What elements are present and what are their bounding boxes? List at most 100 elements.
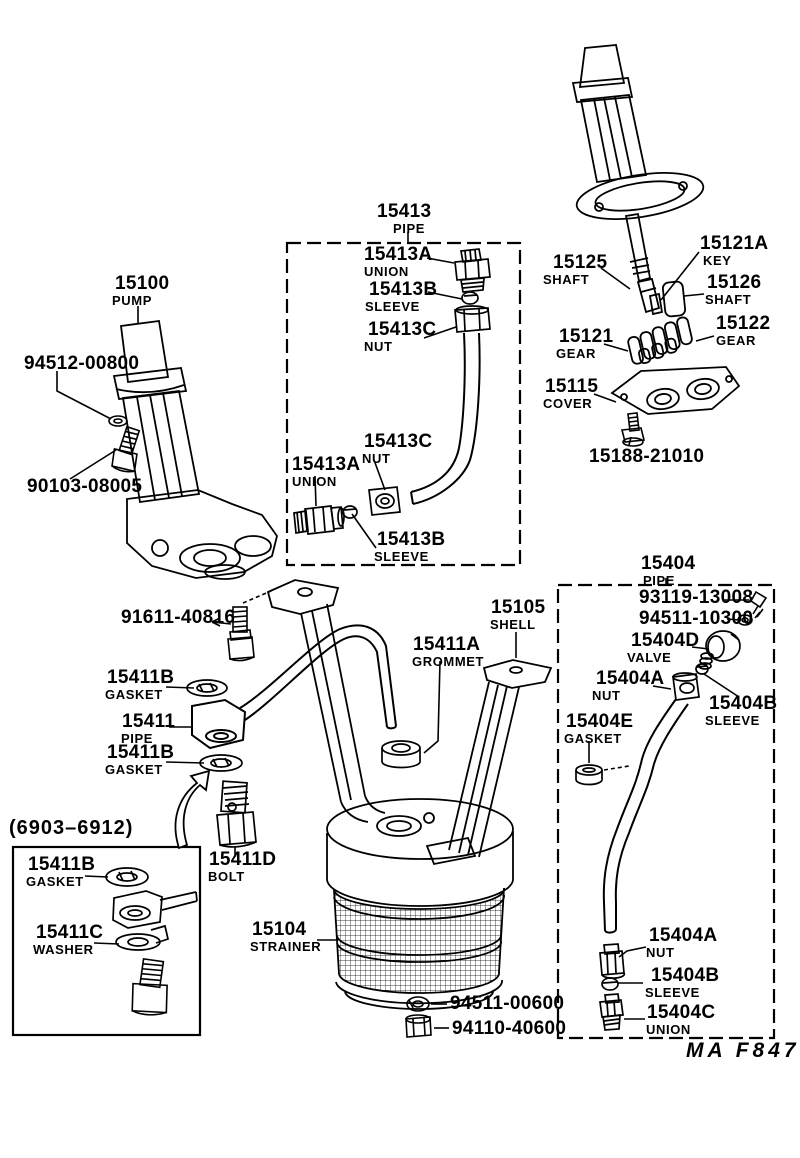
part-number: 15125: [553, 252, 608, 273]
part-number: 94511-00600: [450, 993, 565, 1014]
part-number: 15411D: [209, 849, 277, 870]
solid-box-6903-6912: [11, 845, 202, 1037]
label-15404a-nut-lower: 15404A NUT: [646, 926, 717, 959]
label-era-note: (6903–6912): [9, 818, 133, 838]
leader-lines: [56, 232, 749, 1029]
part-name: COVER: [543, 396, 593, 411]
label-15404e-gasket: 15404E GASKET: [564, 712, 633, 745]
pump-washer-94512-drawing: [108, 415, 128, 427]
part-number: 15404B: [709, 693, 778, 714]
part-number: 15121: [559, 326, 614, 347]
part-number: 15121A: [700, 233, 769, 254]
label-15404-pipe: 15404 PIPE: [641, 554, 695, 587]
part-name: SLEEVE: [365, 299, 420, 314]
figure-code-text: MA F847: [686, 1039, 800, 1062]
part-number: 15105: [491, 597, 546, 618]
cover-drawing: [610, 366, 741, 415]
nut-15404a-upper-drawing: [672, 672, 700, 701]
part-number: 15413C: [368, 319, 437, 340]
label-15404a-nut-upper: 15404A NUT: [592, 669, 664, 702]
label-15413b-sleeve-lower: 15413B SLEEVE: [374, 530, 445, 563]
part-number: 93119-13008: [639, 587, 754, 608]
pipe-15411-drawing: [191, 624, 397, 750]
label-15404c-union: 15404C UNION: [646, 1003, 715, 1036]
part-name: SLEEVE: [374, 549, 429, 564]
drive-shaft-drawing: [571, 44, 705, 318]
part-number: 15411A: [413, 634, 481, 655]
part-name: GROMMET: [412, 654, 485, 669]
part-number: 15122: [716, 313, 771, 334]
part-number: 90103-08005: [27, 476, 143, 497]
label-15413b-sleeve-upper: 15413B SLEEVE: [365, 280, 437, 313]
part-name: GASKET: [564, 731, 622, 746]
part-name: SHELL: [490, 617, 536, 632]
label-15122-gear: 15122 GEAR: [716, 314, 770, 347]
part-number: 15188-21010: [589, 446, 705, 467]
pump-drawing: [112, 319, 278, 580]
part-number: 15411C: [36, 922, 104, 943]
screw-93119-drawing: [749, 590, 768, 619]
gasket-15404e-drawing: [575, 764, 603, 786]
part-number: 15413B: [369, 279, 438, 300]
shell-left-strap-drawing: [300, 603, 386, 823]
bolt-15188-drawing: [621, 412, 645, 447]
pump-bolt-90103-drawing: [111, 425, 141, 473]
label-15413-pipe: 15413 PIPE: [377, 202, 431, 235]
nut-15413c-lower-drawing: [368, 486, 401, 516]
part-name: NUT: [364, 339, 393, 354]
part-number: 15100: [115, 273, 170, 294]
label-94511-10300: 94511-10300: [639, 609, 753, 628]
part-name: PIPE: [393, 221, 426, 236]
label-15100-pump: 15100 PUMP: [112, 274, 169, 307]
label-15411c-washer: 15411C WASHER: [33, 923, 103, 956]
part-number: 15404: [641, 553, 696, 574]
strainer-mesh-drawing: [333, 887, 505, 1010]
label-15126-shaft: 15126 SHAFT: [705, 273, 761, 306]
part-name: PIPE: [643, 573, 676, 588]
part-name: STRAINER: [250, 939, 322, 954]
label-15404b-sleeve-upper: 15404B SLEEVE: [705, 694, 777, 727]
part-number: 15413B: [377, 529, 446, 550]
part-name: WASHER: [33, 942, 94, 957]
label-15105-shell: 15105 SHELL: [490, 598, 545, 631]
part-name: GASKET: [26, 874, 84, 889]
label-15115-cover: 15115 COVER: [543, 377, 598, 410]
part-number: 15411B: [28, 854, 96, 875]
part-number: 15404D: [631, 630, 700, 651]
era-note-text: (6903–6912): [9, 817, 134, 839]
part-name: NUT: [592, 688, 621, 703]
label-15411b-gasket-1: 15411B GASKET: [105, 668, 174, 701]
part-number: 15104: [252, 919, 307, 940]
part-number: 94511-10300: [639, 608, 754, 629]
part-name: PUMP: [112, 293, 152, 308]
part-name: SLEEVE: [705, 713, 760, 728]
gears-drawing: [627, 316, 693, 365]
union-15413a-lower-drawing: [293, 505, 345, 535]
banjo-fitting-drawing: [112, 890, 198, 929]
part-number: 15413C: [364, 431, 433, 452]
part-number: 94110-40600: [452, 1018, 567, 1039]
part-name: KEY: [703, 253, 732, 268]
union-15404c-drawing: [599, 993, 624, 1031]
label-94511-00600: 94511-00600: [450, 994, 564, 1013]
part-name: PIPE: [121, 731, 154, 746]
sleeve-15413b-upper-drawing: [461, 291, 479, 305]
label-15121a-key: 15121A KEY: [700, 234, 768, 267]
washer-94511-00600-drawing: [406, 996, 430, 1012]
valve-15404d-drawing: [698, 630, 741, 670]
part-number: 15411B: [107, 667, 175, 688]
pipe-15404-tube-drawing: [602, 698, 689, 934]
sleeve-15404b-upper-drawing: [695, 663, 709, 675]
label-15411-pipe: 15411 PIPE: [121, 712, 175, 745]
part-name: NUT: [362, 451, 391, 466]
label-15413c-nut-upper: 15413C NUT: [364, 320, 436, 353]
bracket-drawing: [266, 579, 340, 615]
part-number: 15404B: [651, 965, 720, 986]
figure-code: MA F847: [686, 1040, 800, 1061]
label-15404d-valve: 15404D VALVE: [627, 631, 699, 664]
grommet-15411a-drawing: [381, 740, 421, 769]
label-15413c-nut-lower: 15413C NUT: [362, 432, 432, 465]
part-number: 15411B: [107, 742, 175, 763]
label-90103-08005: 90103-08005: [27, 477, 142, 496]
label-91611-40816: 91611-40816: [121, 608, 235, 627]
